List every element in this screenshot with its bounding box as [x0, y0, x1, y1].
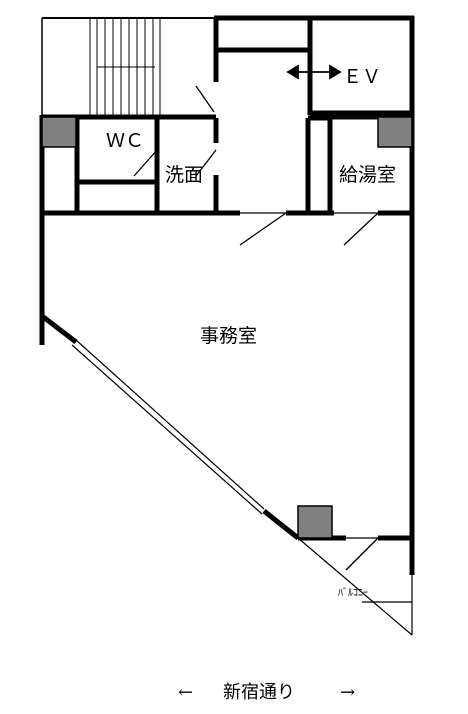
office-label: 事務室 [200, 325, 258, 347]
door-swings [133, 85, 379, 571]
double-arrow-icon [286, 64, 342, 80]
street-right-arrow: → [340, 682, 356, 703]
diagonal-window [71, 339, 265, 515]
street-left-arrow: ← [178, 682, 194, 703]
wc-label: ＷＣ [106, 130, 145, 152]
kitchenette-label: 給湯室 [339, 164, 397, 186]
staircase [41, 17, 214, 115]
balcony-label: ﾊﾞﾙｺﾆｰ [338, 588, 368, 599]
pillar-top-right [377, 116, 413, 148]
pillar-bottom [297, 505, 333, 539]
street-name: 新宿通り [223, 682, 295, 703]
elevator-label: ＥＶ [343, 66, 382, 88]
pillar-top-left [41, 116, 77, 148]
walls [39, 15, 415, 575]
thin-walls [240, 212, 413, 636]
washroom-label: 洗面 [165, 164, 204, 186]
pillars [41, 116, 413, 539]
